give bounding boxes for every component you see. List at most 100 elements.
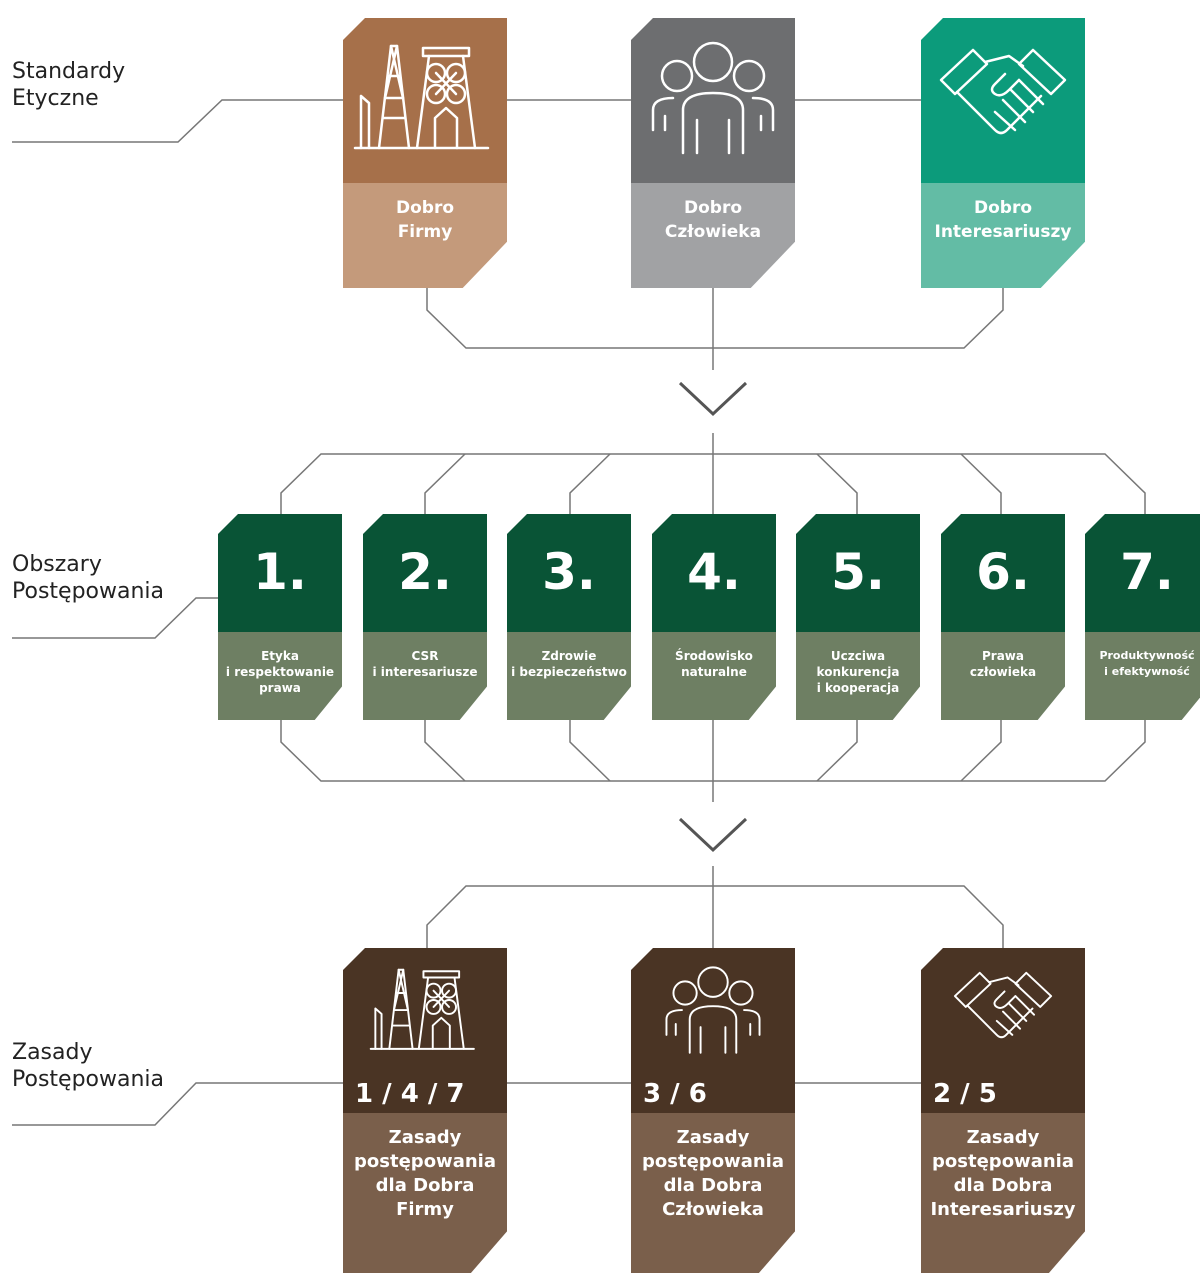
area-card-bottom xyxy=(363,632,487,720)
principle-card-bottom xyxy=(631,1113,795,1273)
area-card-top xyxy=(941,514,1065,632)
principle-card-firma: 1 / 4 / 7 Zasady postępowania dla Dobra … xyxy=(343,948,507,1273)
mine-industry-icon xyxy=(343,948,507,1076)
people-group-icon xyxy=(631,18,795,183)
area-number: 1. xyxy=(253,543,307,601)
label-line: Uczciwa xyxy=(830,649,886,663)
label-line: dla Dobra xyxy=(375,1175,475,1196)
principle-code: 1 / 4 / 7 xyxy=(355,1079,465,1109)
label-line: Człowieka xyxy=(662,1199,764,1220)
area-label: Prawa człowieka xyxy=(941,648,1065,680)
label-line: prawa xyxy=(259,681,301,695)
area-card-4: 4. Środowisko naturalne xyxy=(652,514,776,720)
label-line: CSR xyxy=(411,649,439,663)
area-card-1: 1. Etyka i respektowanie prawa xyxy=(218,514,342,720)
principle-label: Zasady postępowania dla Dobra Człowieka xyxy=(631,1126,795,1222)
label-line: dla Dobra xyxy=(663,1175,763,1196)
area-label: Zdrowie i bezpieczeństwo xyxy=(507,648,631,680)
row-label-line: Obszary xyxy=(12,552,102,577)
row-label-line: Etyczne xyxy=(12,86,99,111)
principle-card-top xyxy=(631,948,795,1113)
label-line: Zasady xyxy=(966,1127,1040,1148)
label-line: Firmy xyxy=(397,222,453,242)
label-line: Interesariuszy xyxy=(934,222,1072,242)
area-card-top xyxy=(796,514,920,632)
area-card-bottom xyxy=(796,632,920,720)
label-line: i respektowanie xyxy=(225,665,335,679)
handshake-icon xyxy=(921,948,1085,1076)
area-card-3: 3. Zdrowie i bezpieczeństwo xyxy=(507,514,631,720)
label-line: postępowania xyxy=(354,1151,496,1172)
area-label: Środowisko naturalne xyxy=(652,648,776,680)
area-card-bottom xyxy=(218,632,342,720)
label-line: Dobro xyxy=(683,198,743,218)
label-line: i bezpieczeństwo xyxy=(511,665,627,679)
principle-code: 3 / 6 xyxy=(643,1079,707,1109)
area-card-top xyxy=(652,514,776,632)
row-label-line: Postępowania xyxy=(12,1067,165,1092)
area-card-6: 6. Prawa człowieka xyxy=(941,514,1065,720)
area-label: CSR i interesariusze xyxy=(363,648,487,680)
label-line: i kooperacja xyxy=(816,681,900,695)
label-line: i efektywność xyxy=(1104,665,1190,678)
label-line: dla Dobra xyxy=(953,1175,1053,1196)
standard-card-top xyxy=(343,18,507,183)
standard-card-label: Dobro Interesariuszy xyxy=(921,196,1085,244)
label-line: Dobro xyxy=(973,198,1033,218)
label-line: i interesariusze xyxy=(372,665,478,679)
principle-label: Zasady postępowania dla Dobra Interesari… xyxy=(921,1126,1085,1222)
principle-label: Zasady postępowania dla Dobra Firmy xyxy=(343,1126,507,1222)
label-line: naturalne xyxy=(681,665,747,679)
label-line: Zasady xyxy=(676,1127,750,1148)
area-card-bottom xyxy=(652,632,776,720)
area-card-top xyxy=(218,514,342,632)
label-line: postępowania xyxy=(642,1151,784,1172)
label-line: Zasady xyxy=(388,1127,462,1148)
row-label-standards: Standardy Etyczne xyxy=(12,58,125,112)
area-card-top xyxy=(363,514,487,632)
area-number: 5. xyxy=(831,543,885,601)
label-line: Produktywność xyxy=(1099,649,1195,662)
principle-card-top xyxy=(343,948,507,1113)
label-line: konkurencja xyxy=(816,665,900,679)
area-label: Produktywność i efektywność xyxy=(1085,648,1200,680)
label-line: Człowieka xyxy=(664,222,762,242)
principle-card-bottom xyxy=(921,1113,1085,1273)
area-number: 2. xyxy=(398,543,452,601)
area-card-5: 5. Uczciwa konkurencja i kooperacja xyxy=(796,514,920,720)
area-card-bottom xyxy=(1085,632,1200,720)
label-line: Środowisko xyxy=(675,649,753,663)
label-line: Etyka xyxy=(261,649,299,663)
chevron-down-icon xyxy=(678,381,748,417)
label-line: Interesariuszy xyxy=(930,1199,1076,1220)
label-line: postępowania xyxy=(932,1151,1074,1172)
row-label-line: Standardy xyxy=(12,59,126,84)
label-line: Firmy xyxy=(396,1199,454,1220)
area-number: 7. xyxy=(1120,543,1174,601)
standard-card-czlowiek: Dobro Człowieka xyxy=(631,18,795,288)
people-group-icon xyxy=(631,948,795,1076)
principle-card-interesariusze: 2 / 5 Zasady postępowania dla Dobra Inte… xyxy=(921,948,1085,1273)
area-card-top xyxy=(1085,514,1200,632)
area-number: 4. xyxy=(687,543,741,601)
row-label-principles: Zasady Postępowania xyxy=(12,1039,164,1093)
row-label-line: Postępowania xyxy=(12,579,165,604)
area-label: Uczciwa konkurencja i kooperacja xyxy=(796,648,920,696)
label-line: Prawa xyxy=(982,649,1024,663)
area-label: Etyka i respektowanie prawa xyxy=(218,648,342,696)
label-line: człowieka xyxy=(969,665,1037,679)
standard-card-firma: Dobro Firmy xyxy=(343,18,507,288)
principle-card-top xyxy=(921,948,1085,1113)
row-label-line: Zasady xyxy=(12,1040,93,1065)
principle-card-czlowiek: 3 / 6 Zasady postępowania dla Dobra Czło… xyxy=(631,948,795,1273)
principle-card-bottom xyxy=(343,1113,507,1273)
label-line: Dobro xyxy=(395,198,455,218)
row-label-areas: Obszary Postępowania xyxy=(12,551,164,605)
area-number: 6. xyxy=(976,543,1030,601)
mine-industry-icon xyxy=(343,18,507,183)
standard-card-label: Dobro Człowieka xyxy=(631,196,795,244)
area-card-7: 7. Produktywność i efektywność xyxy=(1085,514,1200,720)
area-card-bottom xyxy=(507,632,631,720)
